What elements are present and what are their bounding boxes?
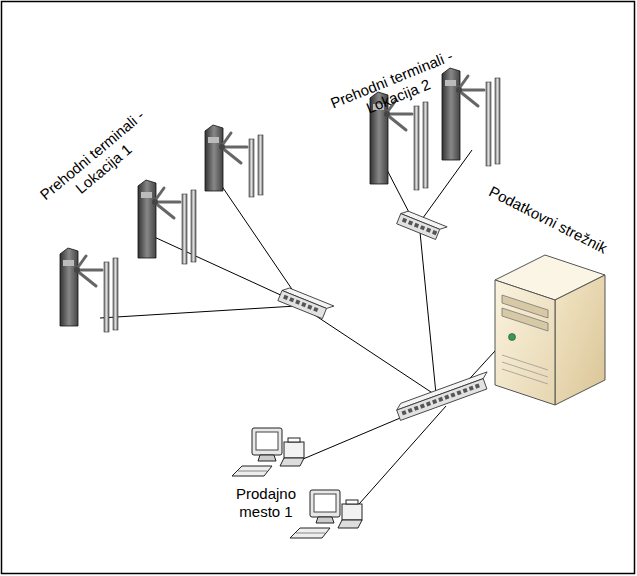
- turnstile-icon: [60, 248, 118, 332]
- workstation-icon: [232, 428, 304, 476]
- turnstile-icon: [205, 125, 263, 197]
- node-label: Prodajno mesto 1: [224, 485, 308, 521]
- network-wires: [100, 150, 505, 512]
- network-switch: [397, 209, 447, 242]
- node-label: Podatkovni strežnik: [477, 178, 619, 262]
- network-switch: [278, 286, 334, 321]
- workstation-node: Prodajno mesto 1: [224, 485, 308, 521]
- server-illustration: [495, 255, 605, 405]
- server-node: Podatkovni strežnik: [477, 178, 619, 262]
- turnstile-icon: [138, 180, 196, 264]
- network-switch: [395, 372, 493, 421]
- workstation-icon: [290, 490, 362, 538]
